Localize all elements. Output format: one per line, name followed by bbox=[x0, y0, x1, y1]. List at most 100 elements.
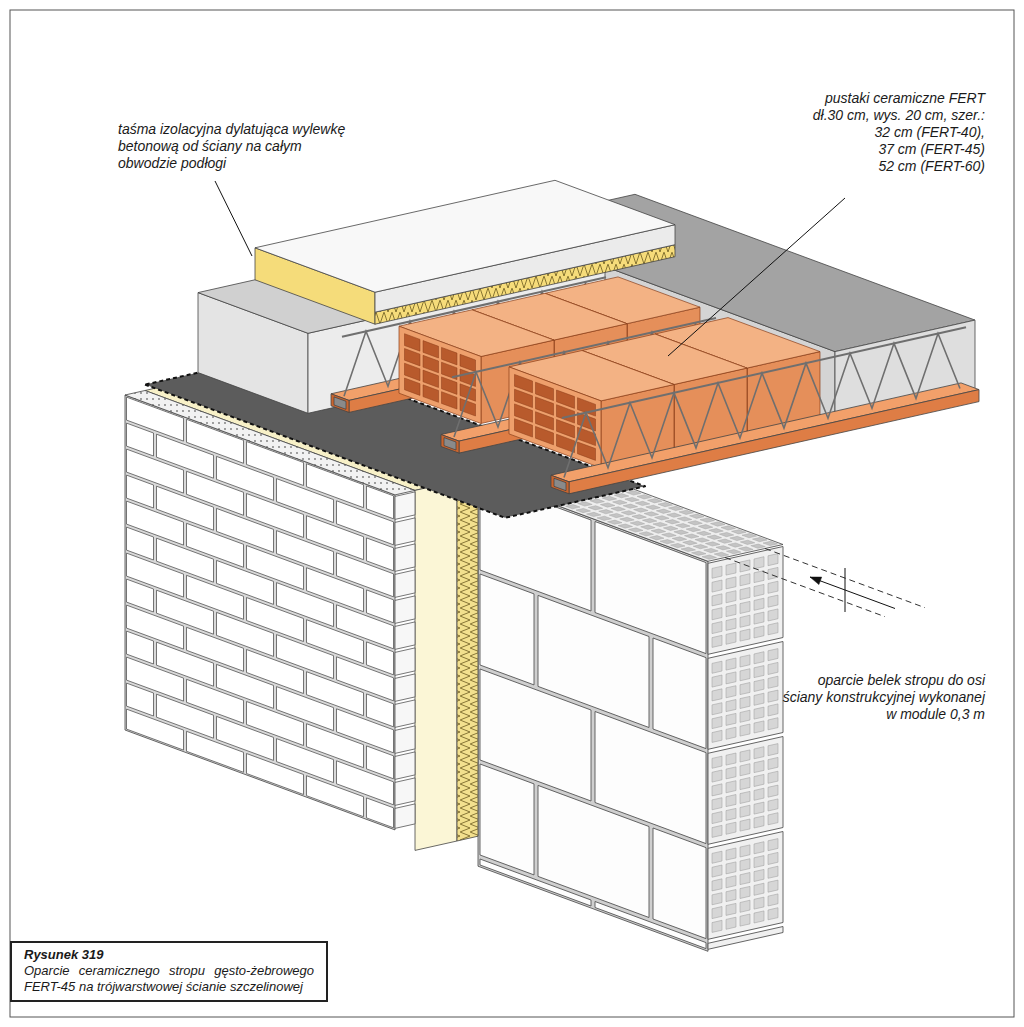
block-hollow bbox=[712, 730, 722, 742]
block-hollow bbox=[614, 494, 629, 498]
block-hollow bbox=[712, 608, 722, 620]
facing-brick bbox=[367, 798, 394, 828]
block-hollow bbox=[753, 537, 768, 541]
block-hollow bbox=[768, 690, 778, 702]
facing-brick-end bbox=[395, 622, 415, 650]
block-hollow bbox=[768, 757, 778, 769]
leader-lines bbox=[215, 181, 895, 612]
block-hollow bbox=[768, 785, 778, 797]
block-hollow bbox=[719, 532, 734, 536]
block-hole bbox=[515, 374, 533, 392]
figure-title: Rysunek 319 bbox=[24, 947, 314, 963]
block-wall-top bbox=[558, 489, 783, 561]
block-hollow bbox=[712, 661, 722, 673]
block-hollow bbox=[679, 510, 694, 514]
block-hole bbox=[442, 377, 458, 395]
block-hollow bbox=[712, 798, 722, 810]
beam-shoe bbox=[551, 383, 979, 482]
block-hole bbox=[460, 354, 476, 371]
block-hollow bbox=[730, 536, 745, 540]
wall-axis-dashed-line bbox=[725, 558, 885, 617]
facing-brick-end bbox=[395, 518, 415, 546]
block-hollow bbox=[754, 666, 764, 678]
block-hollow bbox=[763, 541, 778, 545]
block-hollow bbox=[712, 622, 722, 634]
block-hollow bbox=[712, 566, 722, 578]
facing-brick bbox=[127, 709, 184, 750]
block-hollow bbox=[754, 679, 764, 691]
facing-brick bbox=[247, 754, 304, 795]
block-hollow bbox=[768, 581, 778, 593]
block-hollow bbox=[686, 527, 701, 531]
block-hollow bbox=[726, 890, 736, 902]
block-hollow bbox=[712, 756, 722, 768]
block-hollow bbox=[705, 542, 720, 546]
block-hollow bbox=[754, 774, 764, 786]
block-hollow bbox=[712, 703, 722, 715]
facing-brick-end bbox=[395, 778, 415, 806]
block-hollow bbox=[667, 513, 682, 517]
block-hollow bbox=[751, 544, 766, 548]
block-hollow bbox=[754, 557, 764, 569]
label-group: pustaki ceramiczne FERT dł.30 cm, wys. 2… bbox=[785, 90, 985, 175]
beam-end-plate bbox=[444, 438, 456, 450]
block-hollow bbox=[754, 897, 764, 909]
block-hollow bbox=[768, 676, 778, 688]
block-hollow bbox=[740, 764, 750, 776]
block-hollow bbox=[740, 750, 750, 762]
block-hollow bbox=[712, 689, 722, 701]
block-hole bbox=[442, 347, 458, 365]
block-hollow bbox=[597, 516, 612, 520]
block-hollow bbox=[600, 503, 615, 507]
block-hollow bbox=[754, 626, 764, 638]
block-hollow bbox=[709, 529, 724, 533]
block-hollow bbox=[639, 532, 654, 536]
block-hollow bbox=[728, 543, 743, 547]
block-hollow bbox=[740, 655, 750, 667]
figure-caption: Oparcie ceramicznego stropu gęsto-żebrow… bbox=[24, 963, 314, 995]
block-hollow bbox=[653, 522, 668, 526]
arrow-line bbox=[810, 577, 895, 608]
beam-end-plate bbox=[554, 478, 566, 490]
block-hollow bbox=[620, 517, 635, 521]
facing-brick-end bbox=[395, 752, 415, 780]
block-hollow bbox=[754, 802, 764, 814]
block-hollow bbox=[635, 501, 650, 505]
block-hollow bbox=[726, 903, 736, 915]
block-hollow bbox=[672, 537, 687, 541]
block-hollow bbox=[599, 510, 614, 514]
block-hollow bbox=[740, 629, 750, 641]
block-hollow bbox=[712, 594, 722, 606]
block-hollow bbox=[683, 541, 698, 545]
block-hollow bbox=[602, 496, 617, 500]
hollow-block bbox=[538, 785, 649, 917]
block-hollow bbox=[644, 512, 659, 516]
block-hollow bbox=[726, 781, 736, 793]
block-hollow bbox=[754, 693, 764, 705]
block-hollow bbox=[768, 744, 778, 756]
block-hollow bbox=[740, 588, 750, 600]
block-hollow bbox=[740, 845, 750, 857]
block-hole bbox=[423, 385, 439, 403]
block-hollow bbox=[712, 907, 722, 919]
block-hollow bbox=[732, 530, 747, 534]
block-hollow bbox=[656, 509, 671, 513]
axis-tick bbox=[845, 568, 846, 612]
block-hollow bbox=[712, 580, 722, 592]
block-hollow bbox=[740, 615, 750, 627]
label-group: oparcie belek stropu do osi ściany konst… bbox=[775, 672, 985, 723]
beam-end-plate bbox=[334, 397, 346, 409]
block-hollow bbox=[768, 595, 778, 607]
block-hollow bbox=[721, 526, 736, 530]
block-hollow bbox=[712, 770, 722, 782]
block-hollow bbox=[726, 700, 736, 712]
block-hollow bbox=[754, 598, 764, 610]
block-hole bbox=[536, 382, 554, 400]
label-group: taśma izolacyjna dylatująca wylewkę beto… bbox=[118, 121, 368, 172]
block-hollow bbox=[768, 623, 778, 635]
hollow-block bbox=[595, 902, 706, 949]
block-hollow bbox=[704, 548, 719, 552]
block-hollow bbox=[677, 517, 692, 521]
block-hollow bbox=[726, 686, 736, 698]
block-hollow bbox=[768, 649, 778, 661]
